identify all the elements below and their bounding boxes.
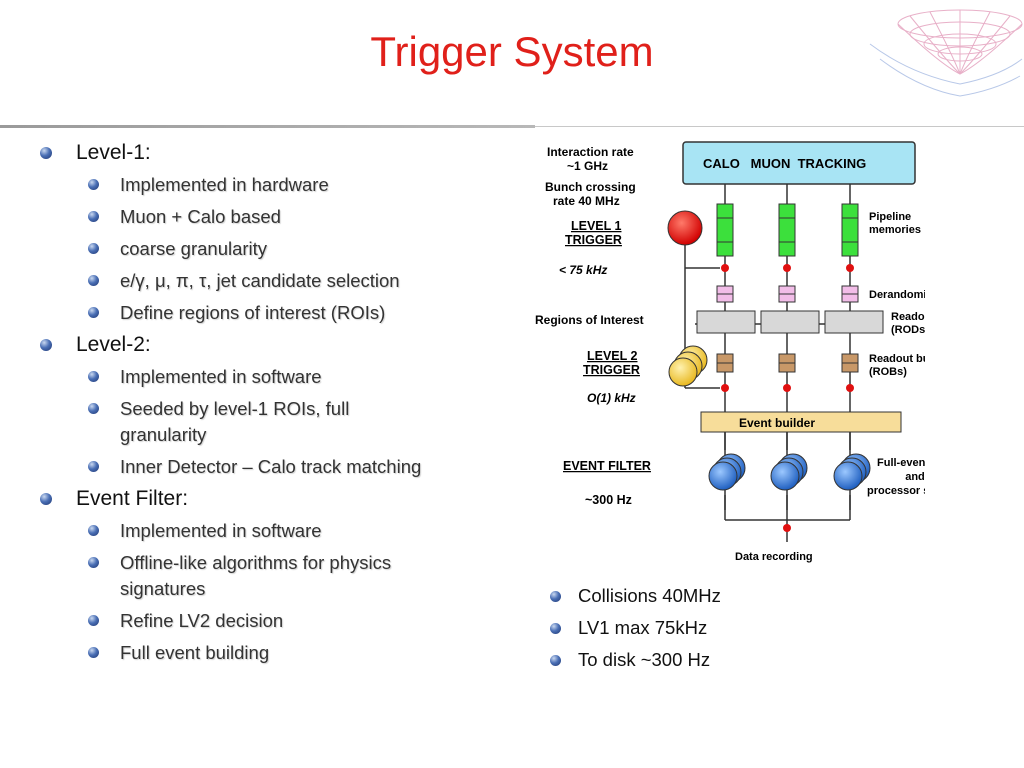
- bullet-icon: [88, 615, 99, 626]
- pipeline-memories: [716, 203, 859, 257]
- bullet-icon: [88, 371, 99, 382]
- bullet-icon: [88, 179, 99, 190]
- bullet-icon: [88, 557, 99, 568]
- list-item: Refine LV2 decision: [38, 608, 508, 634]
- left-bullet-list: Level-1: Implemented in hardware Muon + …: [38, 138, 508, 672]
- bullet-icon: [550, 655, 561, 666]
- readout-drivers-label-2: (RODs): [891, 324, 925, 336]
- list-item: Full event building: [38, 640, 508, 666]
- mesh-funnel-logo: [869, 9, 1023, 97]
- bullet-icon: [550, 623, 561, 634]
- bullet-icon: [88, 525, 99, 536]
- interaction-rate-label: Interaction rate: [547, 145, 634, 159]
- slide-title: Trigger System: [370, 28, 654, 75]
- bullet-icon: [88, 647, 99, 658]
- full-event-label: Full-event buffers: [877, 457, 925, 469]
- readout-drivers: [696, 310, 884, 334]
- bullet-icon: [40, 493, 52, 505]
- list-item: Offline-like algorithms for physics sign…: [38, 550, 508, 602]
- bunch-crossing-label: Bunch crossing: [545, 180, 636, 194]
- bullet-icon: [88, 461, 99, 472]
- regions-of-interest-label: Regions of Interest: [535, 313, 644, 327]
- derandomizers-label: Derandomizers: [869, 289, 925, 301]
- event-builder-box: [700, 411, 902, 433]
- list-item: e/γ, μ, π, τ, jet candidate selection: [38, 268, 508, 294]
- bullet-icon: [88, 307, 99, 318]
- pipeline-label-2: memories: [869, 224, 921, 236]
- pipeline-label: Pipeline: [869, 211, 911, 223]
- list-item: coarse granularity: [38, 236, 508, 262]
- interaction-rate-value: ~1 GHz: [567, 159, 608, 173]
- recording-dot: [783, 524, 791, 532]
- list-item: To disk ~300 Hz: [548, 644, 848, 676]
- list-item: Inner Detector – Calo track matching: [38, 454, 508, 480]
- header-divider: [0, 125, 535, 128]
- level2-rate: O(1) kHz: [587, 391, 636, 405]
- bunch-crossing-value: rate 40 MHz: [553, 194, 620, 208]
- right-bullet-list: Collisions 40MHz LV1 max 75kHz To disk ~…: [548, 580, 848, 676]
- detector-box: [682, 141, 916, 185]
- event-builder-label: Event builder: [739, 416, 815, 430]
- bullet-icon: [40, 147, 52, 159]
- bullet-icon: [88, 275, 99, 286]
- data-recording-label: Data recording: [735, 551, 813, 563]
- readout-buffers-label-2: (ROBs): [869, 366, 907, 378]
- level2-trigger-node: [668, 345, 708, 387]
- bullet-icon: [40, 339, 52, 351]
- header-divider-thin: [535, 126, 1024, 127]
- full-event-label-3: processor sub-farms: [867, 485, 925, 497]
- list-item: LV1 max 75kHz: [548, 612, 848, 644]
- event-filter-rate: ~300 Hz: [585, 493, 632, 507]
- list-item: Implemented in hardware: [38, 172, 508, 198]
- bullet-icon: [88, 243, 99, 254]
- level2-label-2: TRIGGER: [583, 363, 640, 377]
- list-item: Implemented in software: [38, 364, 508, 390]
- l2-decision-dots: [721, 384, 854, 392]
- level2-label: LEVEL 2: [587, 349, 638, 363]
- l1-decision-dots: [721, 264, 854, 272]
- list-item: Define regions of interest (ROIs): [38, 300, 508, 326]
- list-item: Seeded by level-1 ROIs, full granularity: [38, 396, 508, 448]
- bullet-icon: [550, 591, 561, 602]
- list-item: Muon + Calo based: [38, 204, 508, 230]
- trigger-architecture-diagram: Interaction rate ~1 GHz Bunch crossing r…: [535, 141, 925, 563]
- level1-label: LEVEL 1: [571, 219, 622, 233]
- readout-buffers-label: Readout buffers: [869, 353, 925, 365]
- full-event-label-2: and: [905, 471, 925, 483]
- level1-label-2: TRIGGER: [565, 233, 622, 247]
- list-item: Collisions 40MHz: [548, 580, 848, 612]
- derandomizers: [716, 285, 859, 303]
- list-item: Implemented in software: [38, 518, 508, 544]
- level2-heading: Level-2:: [38, 332, 508, 358]
- level1-trigger-node: [667, 210, 703, 246]
- detector-label: CALO MUON TRACKING: [703, 156, 866, 171]
- readout-drivers-label: Readout drivers: [891, 311, 925, 323]
- bullet-icon: [88, 403, 99, 414]
- bullet-icon: [88, 211, 99, 222]
- event-filter-label: EVENT FILTER: [563, 459, 651, 473]
- event-filter-heading: Event Filter:: [38, 486, 508, 512]
- level1-rate: < 75 kHz: [559, 263, 607, 277]
- processor-farms: [708, 453, 871, 491]
- readout-buffers: [716, 353, 859, 373]
- level1-heading: Level-1:: [38, 140, 508, 166]
